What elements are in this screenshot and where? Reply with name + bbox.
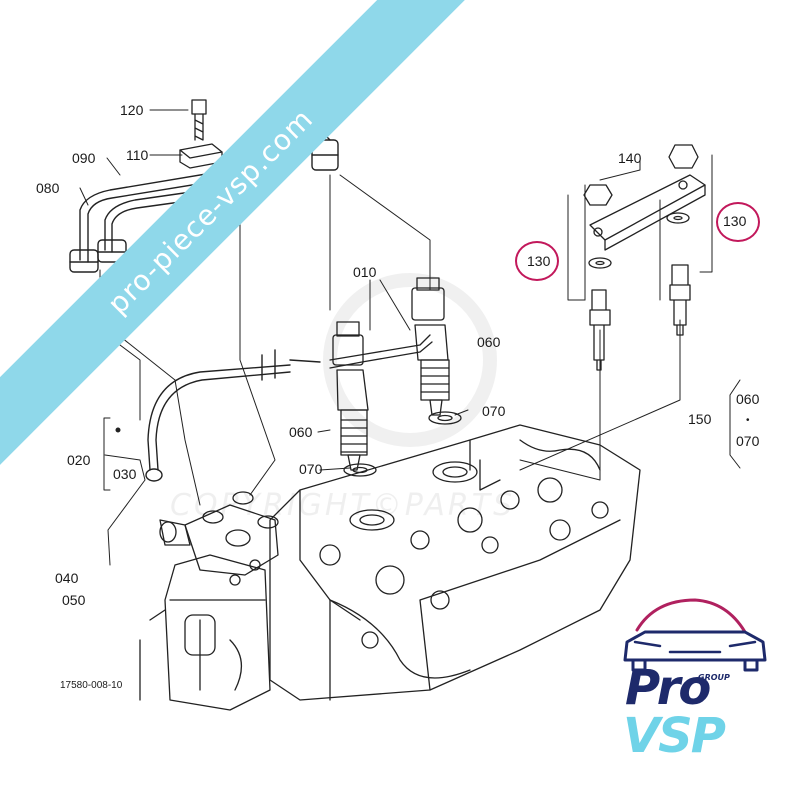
label-part-050: 050: [62, 592, 86, 608]
highlight-ring-130-left: [515, 241, 559, 281]
washers: [343, 411, 462, 477]
label-part-140: 140: [618, 150, 642, 166]
label-part-030: 030: [113, 466, 137, 482]
logo-group-text: GROUP: [698, 673, 730, 682]
label-part-060-right: 060: [477, 334, 501, 350]
watermark-circle: [323, 273, 497, 447]
injection-pump: [159, 491, 279, 586]
diagram-reference: 17580-008-10: [60, 680, 123, 691]
logo-vsp-text: VSP: [623, 708, 726, 764]
label-part-150: 150: [688, 411, 712, 427]
cylinder-head: [269, 424, 641, 701]
leakoff-pipe: [145, 349, 321, 482]
car-logo-icon: [623, 598, 767, 672]
glow-plug-assembly: [583, 144, 706, 371]
label-part-150-injector: 060: [736, 391, 760, 407]
leader-lines: [79, 109, 681, 566]
injector-right: [411, 277, 450, 416]
label-part-020: 020: [67, 452, 91, 468]
label-part-080: 080: [36, 180, 60, 196]
label-part-110: 110: [126, 147, 149, 163]
provsp-logo: GROUP Pro VSP: [615, 590, 775, 780]
label-part-090: 090: [72, 150, 96, 166]
label-part-150-dot: •: [746, 415, 750, 426]
copyright-watermark: COPYRIGHT©PARTS: [170, 488, 516, 523]
engine-block: [139, 554, 271, 711]
label-part-120: 120: [120, 102, 144, 118]
logo-pro-text: Pro: [625, 660, 711, 716]
label-part-070-right: 070: [482, 403, 506, 419]
label-part-150-washer: 070: [736, 433, 760, 449]
highlight-ring-130-right: [716, 202, 760, 242]
bracket-marks: [103, 154, 741, 491]
label-part-070-left: 070: [299, 461, 323, 477]
label-part-010: 010: [353, 264, 377, 280]
label-part-060-left: 060: [289, 424, 313, 440]
label-part-040: 040: [55, 570, 79, 586]
